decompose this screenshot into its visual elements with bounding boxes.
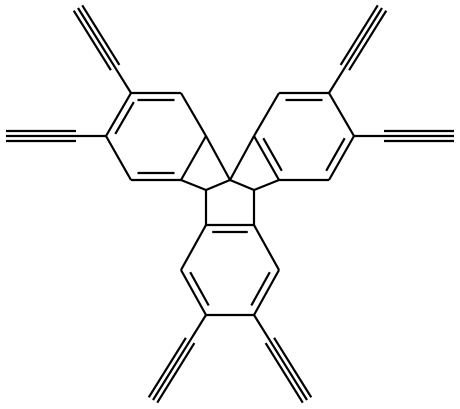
right-ring-bond-1 (328, 92, 355, 137)
core-left-to-top (205, 135, 231, 181)
bottom-ring-double-4 (189, 271, 210, 307)
ethynyl-bottom-left-triple-side-b (156, 342, 196, 404)
core-right-to-top (229, 135, 255, 181)
left-ring-double-5 (114, 101, 135, 135)
ethynyl-top-left-single (114, 66, 132, 94)
bottom-ring-double-2 (250, 271, 271, 307)
left-ring-bond-1 (180, 92, 207, 137)
ethynyl-bottom-right-triple-side-a (264, 342, 304, 404)
ethynyl-bottom-right-triple-center (268, 339, 308, 401)
core-rb-top (229, 178, 255, 192)
ethynyl-top-left-triple-side-b (72, 10, 112, 71)
ethynyl-bottom-right-triple-side-b (273, 337, 313, 398)
bottom-ring-bond-1 (253, 224, 280, 271)
ethynyl-bottom-left-triple-center (152, 339, 192, 401)
ethynyl-bottom-left-triple-side-a (147, 337, 187, 398)
left-ring-bond-5 (105, 92, 132, 137)
right-ring-double-2 (325, 137, 346, 172)
right-ring-bond-4 (253, 135, 280, 181)
core-lb-top (205, 178, 231, 192)
ethynyl-top-right-triple-center (343, 7, 383, 69)
ethynyl-top-right-triple-side-a (348, 10, 388, 71)
ethynyl-bottom-right-single (253, 314, 271, 342)
core-left-bridge (180, 178, 207, 192)
right-ring-bond-5 (253, 92, 280, 137)
left-ring-bond-4 (105, 135, 132, 181)
ethynyl-top-right-triple-side-b (339, 4, 379, 66)
right-ring-bond-2 (328, 135, 355, 181)
ethynyl-top-right-single (328, 66, 346, 94)
left-ring-bond-2 (180, 135, 207, 181)
ethynyl-bottom-left-single (189, 314, 207, 342)
bottom-ring-bond-5 (180, 224, 207, 271)
ethynyl-top-left-triple-center (77, 7, 117, 69)
right-ring-double-4 (262, 137, 283, 172)
ethynyl-top-left-triple-side-a (81, 4, 121, 66)
bottom-ring-bond-2 (253, 269, 280, 316)
bottom-ring-bond-4 (180, 269, 207, 316)
core-right-bridge (253, 178, 280, 192)
